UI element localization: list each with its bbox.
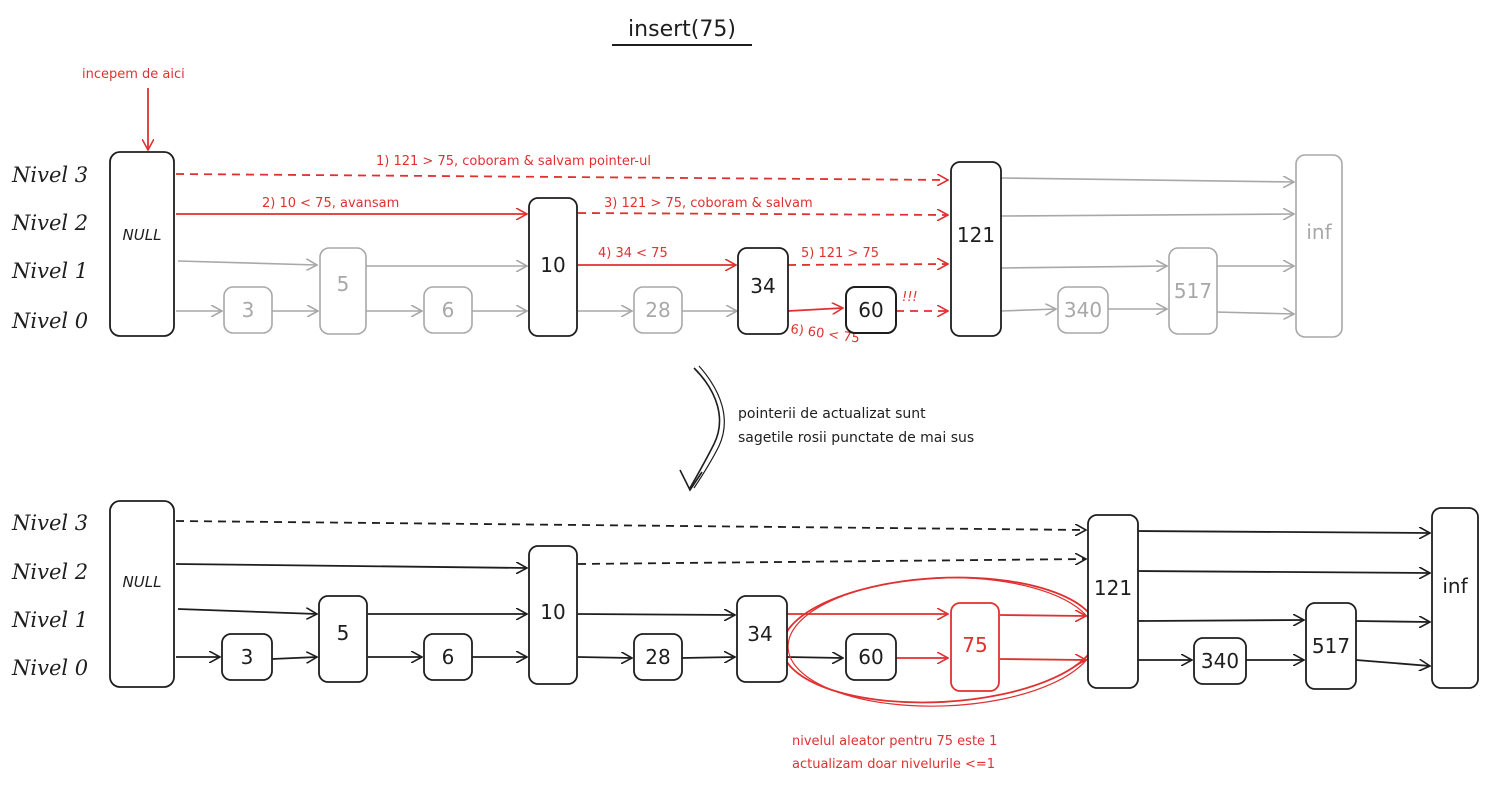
- transition-note-line-2: sagetile rosii punctate de mai sus: [738, 430, 974, 446]
- bottom-note-line-1: nivelul aleator pentru 75 este 1: [792, 734, 997, 749]
- bottom-note-line-2: actualizam doar nivelurile <=1: [792, 757, 995, 772]
- top-node-null: [109, 151, 175, 337]
- bottom-node-6-label: 6: [442, 645, 455, 669]
- bottom-node-10-label: 10: [540, 600, 565, 624]
- bottom-node-28-label: 28: [645, 645, 670, 669]
- top-node-34-label: 34: [750, 274, 775, 298]
- bottom-node-5: [318, 595, 368, 683]
- top-node-10: [528, 197, 578, 337]
- top-node-6: [423, 286, 473, 334]
- top-node-340-label: 340: [1064, 298, 1102, 322]
- bottom-node-517-label: 517: [1312, 634, 1350, 658]
- top-node-inf: [1295, 154, 1343, 338]
- bottom-node-null-label: NULL: [123, 573, 162, 591]
- top-node-3: [223, 286, 273, 334]
- top-node-340: [1057, 286, 1109, 334]
- bottom-node-517: [1305, 602, 1357, 690]
- bottom-red-highlight: [781, 576, 1099, 707]
- top-node-121-label: 121: [957, 223, 995, 247]
- bottom-node-75-label: 75: [962, 633, 987, 657]
- top-node-null-label: NULL: [123, 226, 162, 244]
- top-red-arrows: [175, 173, 948, 311]
- top-gray-arrows: [176, 178, 1294, 314]
- bottom-node-null: [109, 500, 175, 688]
- top-level-label-2: Nivel 2: [11, 211, 88, 235]
- bottom-black-arrows: [175, 520, 1430, 666]
- transition-arrow: [689, 367, 721, 489]
- bottom-node-75: [950, 602, 1000, 692]
- bottom-node-inf: [1431, 507, 1479, 689]
- bottom-node-121: [1087, 514, 1139, 689]
- step5-arrow: [787, 264, 948, 265]
- bottom-level-label-2: Nivel 2: [11, 560, 88, 584]
- bottom-diagram: Nivel 3 Nivel 2 Nivel 1 Nivel 0: [11, 500, 1479, 772]
- bottom-level-label-1: Nivel 1: [11, 608, 88, 632]
- bottom-node-60: [845, 633, 897, 681]
- bottom-node-340: [1193, 637, 1247, 685]
- step4-label: 4) 34 < 75: [598, 246, 668, 261]
- top-node-5: [319, 247, 367, 335]
- step2-label: 2) 10 < 75, avansam: [262, 196, 399, 211]
- top-node-inf-label: inf: [1306, 220, 1332, 244]
- step1-label: 1) 121 > 75, coboram & salvam pointer-ul: [376, 154, 651, 169]
- top-node-3-label: 3: [242, 298, 255, 322]
- step1-arrow: [175, 173, 948, 180]
- top-node-10-label: 10: [540, 253, 565, 277]
- bottom-node-3: [221, 633, 273, 681]
- top-node-5-label: 5: [337, 272, 350, 296]
- top-node-28: [633, 286, 683, 334]
- transition: pointerii de actualizat sunt sagetile ro…: [679, 365, 974, 492]
- step3-label: 3) 121 > 75, coboram & salvam: [604, 196, 813, 211]
- top-level-label-1: Nivel 1: [11, 259, 88, 283]
- top-node-60: [845, 286, 897, 334]
- bang-label: !!!: [902, 290, 918, 305]
- top-level-label-0: Nivel 0: [11, 309, 88, 333]
- bottom-node-121-label: 121: [1094, 576, 1132, 600]
- highlight-ellipse: [781, 576, 1099, 704]
- title: insert(75): [628, 17, 736, 42]
- top-node-60-label: 60: [858, 298, 883, 322]
- bottom-node-5-label: 5: [337, 621, 350, 645]
- bottom-node-28: [633, 633, 683, 681]
- step5-label: 5) 121 > 75: [801, 246, 879, 261]
- bottom-level-label-0: Nivel 0: [11, 656, 88, 680]
- bottom-node-6: [423, 633, 473, 681]
- bottom-node-34: [736, 595, 788, 683]
- step3-arrow: [577, 213, 948, 215]
- top-diagram: Nivel 3 Nivel 2 Nivel 1 Nivel 0 incepem …: [11, 67, 1343, 347]
- bottom-node-10: [528, 545, 578, 685]
- bottom-node-inf-label: inf: [1442, 574, 1468, 598]
- bottom-node-60-label: 60: [858, 645, 883, 669]
- top-node-121: [950, 161, 1002, 337]
- top-node-6-label: 6: [442, 298, 455, 322]
- start-note: incepem de aici: [82, 67, 185, 82]
- bottom-node-34-label: 34: [747, 622, 772, 646]
- bottom-node-340-label: 340: [1201, 649, 1239, 673]
- step6-arrow: [787, 308, 843, 311]
- top-level-label-3: Nivel 3: [11, 163, 88, 187]
- top-node-517-label: 517: [1174, 279, 1212, 303]
- bottom-node-3-label: 3: [241, 645, 254, 669]
- top-node-517: [1168, 247, 1218, 335]
- bottom-level-label-3: Nivel 3: [11, 511, 88, 535]
- top-node-34: [737, 247, 789, 335]
- transition-note-line-1: pointerii de actualizat sunt: [738, 406, 926, 422]
- top-node-28-label: 28: [645, 298, 670, 322]
